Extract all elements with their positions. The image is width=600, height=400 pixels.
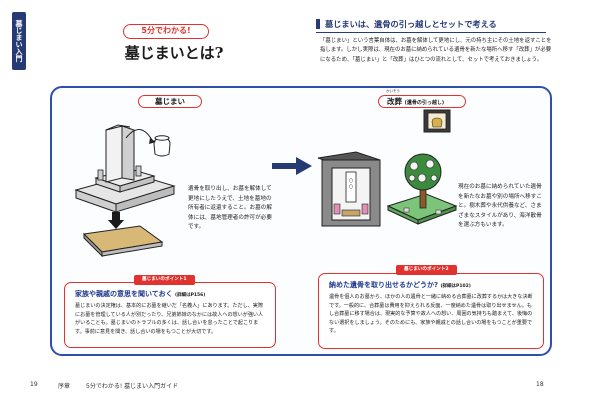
point-2-tag: 墓じまいのポイント2 — [396, 265, 457, 275]
section-heading: 墓じまいは、遺骨の引っ越しとセットで考える — [316, 17, 546, 33]
point-1-body: 墓じまいの決定権は、基本的にお墓を継いだ「名義人」にあります。ただし、実際にお墓… — [75, 303, 264, 335]
page-number-right: 18 — [536, 381, 544, 388]
kaisou-ruby: かいそう — [386, 89, 400, 93]
page-number-left: 19 — [30, 381, 38, 388]
kaisou-description: 現在のお墓に納められていた遺骨を新たなお墓や別の場所へ移すこと。樹木葬や永代供養… — [458, 184, 542, 229]
point-2-title: 納めた遺骨を取り出せるかどうか? — [329, 281, 439, 289]
hakajimai-description: 遺骨を取り出し、お墓を解体して更地にしたうえで、土地を墓地の所有者に返還すること… — [188, 186, 272, 231]
svg-text:〇: 〇 — [349, 178, 353, 183]
svg-text:〇: 〇 — [349, 184, 353, 189]
footer-book-title: 5分でわかる! 墓じまい入門ガイド — [86, 383, 179, 390]
point-2-body: 遺骨を個人のお墓から、ほかの人の遺骨と一緒に納める合葬墓に改葬するかは大きな決断… — [329, 294, 533, 334]
point-2-heading: 納めた遺骨を取り出せるかどうか? (詳細はP102) — [329, 280, 534, 290]
point-1-heading: 家族や親戚の意思を聞いておく (詳細はP156) — [75, 289, 266, 299]
point-1-box: 家族や親戚の意思を聞いておく (詳細はP156) 墓じまいの決定権は、基本的にお… — [64, 282, 276, 348]
kaisou-label: 改葬 (遺骨の引っ越し) — [378, 95, 466, 108]
gravestone-illustration — [74, 124, 176, 258]
point-2-ref: (詳細はP102) — [440, 284, 471, 289]
right-arrow-icon — [272, 157, 312, 175]
side-tab: 墓じまい入門 — [12, 12, 26, 70]
footer-section: 序章 — [58, 383, 71, 390]
kaisou-label-sub: (遺骨の引っ越し) — [404, 100, 445, 106]
point-1-title: 家族や親戚の意思を聞いておく — [75, 290, 173, 298]
five-minute-badge: 5分でわかる! — [123, 24, 209, 39]
hakajimai-label: 墓じまい — [138, 95, 202, 108]
reburial-illustration: 〇 〇 — [317, 109, 458, 227]
section-intro: 「墓じまい」という言葉自体は、お墓を解体して更地にし、元の持ち主にその土地を返す… — [320, 38, 552, 63]
kaisou-label-main: 改葬 — [387, 97, 402, 106]
point-2-box: 納めた遺骨を取り出せるかどうか? (詳細はP102) 遺骨を個人のお墓から、ほか… — [318, 273, 544, 349]
point-1-tag: 墓じまいのポイント1 — [134, 275, 195, 285]
page-title: 墓じまいとは? — [124, 44, 224, 62]
point-1-ref: (詳細はP156) — [175, 293, 206, 298]
